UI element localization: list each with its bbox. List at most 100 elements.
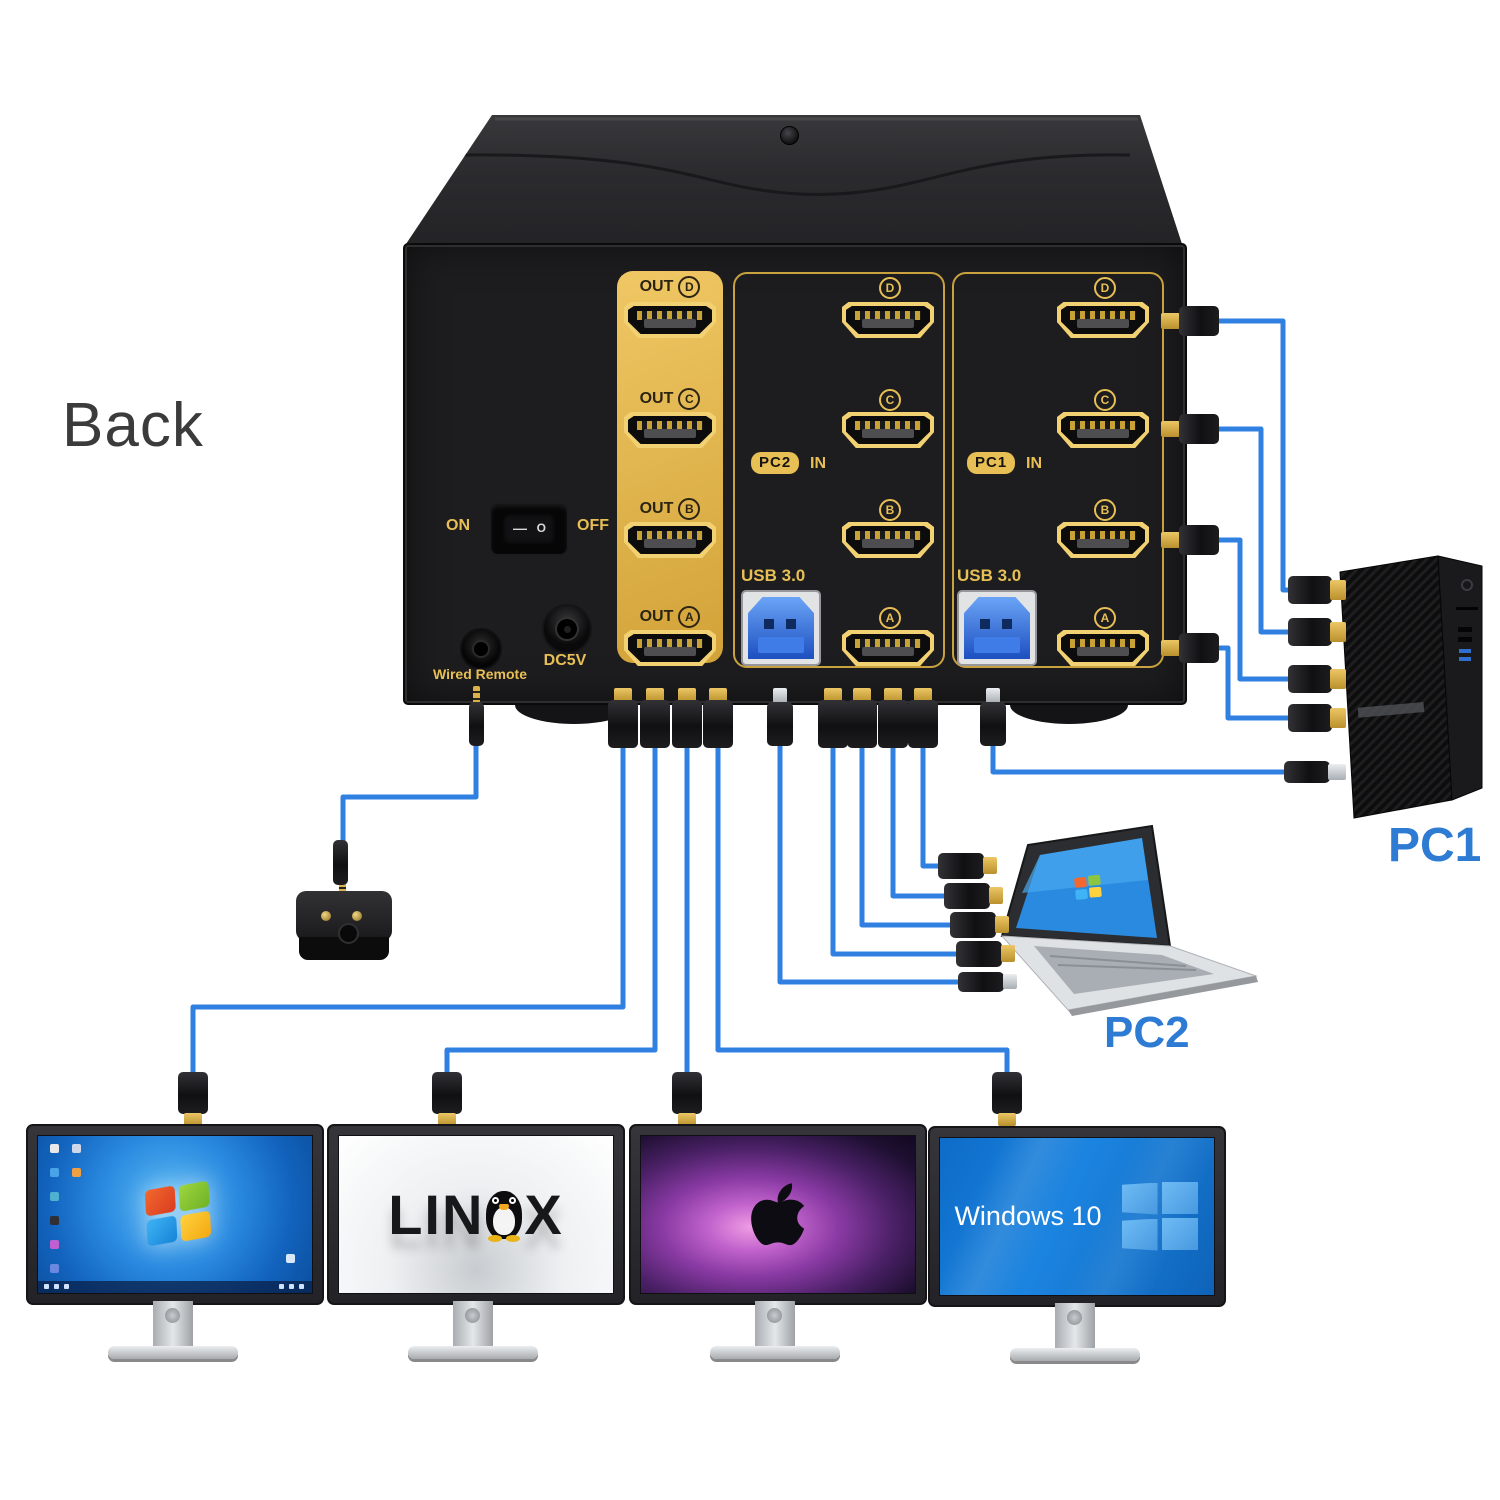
hdmi-plug-tip [989, 887, 1003, 904]
cable-pc2-hdmi-b [890, 737, 953, 899]
pc1-port-d-letter: D [1094, 277, 1116, 299]
pc2-laptop [1000, 824, 1258, 1016]
remote-plug [333, 840, 348, 885]
dc-power-jack [542, 604, 592, 654]
power-switch: — O [489, 502, 569, 556]
hdmi-plug-tip [1330, 708, 1346, 728]
hdmi-plug [878, 700, 908, 748]
windows10-text: Windows 10 [954, 1201, 1102, 1231]
pc1-usb-label: USB 3.0 [957, 566, 1022, 585]
hdmi-plug [1179, 306, 1219, 336]
hdmi-out-port-a [624, 630, 716, 666]
hdmi-plug [938, 853, 984, 879]
pc2-port-a-letter: A [879, 607, 901, 629]
monitor-base [1010, 1348, 1140, 1361]
audio-plug [469, 702, 484, 746]
pc2-hdmi-port-b [842, 522, 934, 558]
cable-out-c-to-monitor2 [444, 737, 658, 1081]
pc1-badge: PC1 [967, 452, 1016, 474]
hdmi-plug [956, 941, 1002, 967]
hdmi-plug-tip [884, 688, 902, 702]
pc1-hdmi-port-a [1057, 630, 1149, 666]
hdmi-plug-tip [1161, 421, 1180, 437]
hdmi-plug [1288, 576, 1332, 604]
power-circle-mark: O [536, 521, 546, 535]
cable-pc1-usb [990, 737, 1293, 775]
hdmi-plug [950, 912, 996, 938]
power-rocker: — O [503, 514, 555, 544]
hdmi-plug [1288, 618, 1332, 646]
pc2-port-d-letter: D [879, 277, 901, 299]
audio-plug-tip [473, 686, 480, 703]
hdmi-plug-tip [614, 688, 632, 702]
desktop-icon [50, 1216, 59, 1225]
hdmi-plug [847, 700, 877, 748]
windows7-screen [37, 1135, 313, 1294]
hdmi-plug-tip [646, 688, 664, 702]
usb-plug [1284, 761, 1330, 783]
cable-pc2-hdmi-c [859, 737, 959, 928]
apple-logo-icon [751, 1182, 805, 1245]
hdmi-plug [608, 700, 638, 748]
pc2-port-b-letter: B [879, 499, 901, 521]
out-d-label: OUT D [617, 276, 723, 298]
hdmi-plug [992, 1072, 1022, 1114]
hdmi-plug-tip [824, 688, 842, 702]
pc1-hdmi-port-b [1057, 522, 1149, 558]
hdmi-plug [703, 700, 733, 748]
hdmi-out-port-c [624, 412, 716, 448]
hdmi-plug [1179, 633, 1219, 663]
linux-text-right: X [524, 1183, 564, 1246]
cable-out-a-to-monitor4 [715, 737, 1010, 1081]
cable-pc2-hdmi-d [830, 737, 965, 957]
hdmi-plug [672, 700, 702, 748]
cable-pc2-hdmi-a [920, 737, 947, 869]
hdmi-plug-tip [1001, 945, 1015, 962]
pc2-hdmi-port-a [842, 630, 934, 666]
cable-pc2-usb [777, 737, 967, 985]
hdmi-plug [908, 700, 938, 748]
pc1-hdmi-port-d [1057, 302, 1149, 338]
hdmi-plug-tip [914, 688, 932, 702]
view-label: Back [62, 391, 204, 460]
desktop-icon [50, 1192, 59, 1201]
pc2-port-c-letter: C [879, 389, 901, 411]
cable-pc1-hdmi-c [1213, 426, 1295, 635]
desktop-icon [72, 1144, 81, 1153]
pc1-label: PC1 [1388, 819, 1482, 872]
monitor-base [408, 1346, 538, 1359]
hdmi-plug-tip [998, 1113, 1016, 1126]
recycle-bin-icon [286, 1254, 295, 1263]
pc2-in-panel [733, 272, 945, 668]
monitor-stand [453, 1301, 493, 1351]
tux-penguin-icon [486, 1190, 523, 1242]
hdmi-plug-tip [438, 1113, 456, 1126]
hdmi-out-port-b [624, 522, 716, 558]
hdmi-plug [432, 1072, 462, 1114]
usb-plug [958, 972, 1004, 992]
wired-remote-front [299, 937, 389, 960]
hdmi-plug-tip [678, 1113, 696, 1126]
taskbar [38, 1281, 312, 1293]
monitor-stand [1055, 1303, 1095, 1353]
hdmi-plug-tip [709, 688, 727, 702]
remote-plug-tip [339, 882, 346, 896]
hdmi-plug [944, 883, 990, 909]
monitor-mac [629, 1124, 927, 1305]
cable-pc1-hdmi-a [1213, 645, 1295, 721]
cable-out-d-to-monitor1 [190, 737, 626, 1081]
pc1-port-a-letter: A [1094, 607, 1116, 629]
hdmi-plug-tip [184, 1113, 202, 1126]
mac-screen [640, 1135, 916, 1294]
power-on-label: ON [446, 517, 470, 534]
windows10-screen: Windows 10 [939, 1137, 1215, 1296]
cable-wired-remote [340, 737, 479, 853]
monitor-windows7 [26, 1124, 324, 1305]
desktop-icon [50, 1240, 59, 1249]
laptop-wallpaper-flag [1074, 874, 1102, 900]
pc2-hdmi-port-d [842, 302, 934, 338]
linux-screen: LIN X [338, 1135, 614, 1294]
remote-led-2 [352, 911, 362, 921]
kvm-top-detail [457, 117, 1138, 196]
